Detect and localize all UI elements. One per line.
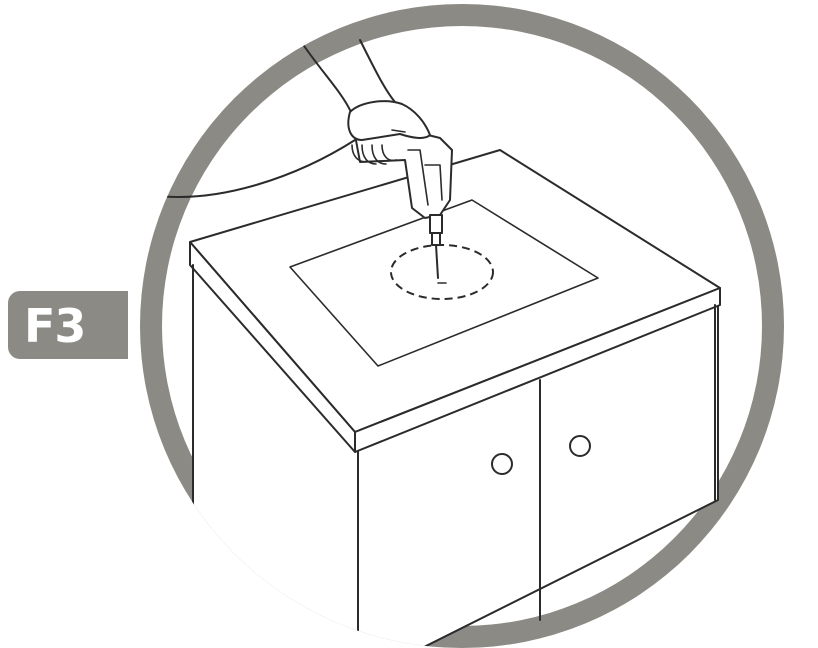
arm-upper-back	[359, 39, 396, 103]
arm-upper	[299, 39, 351, 111]
cabinet-scene	[149, 39, 721, 648]
countertop-front-edge	[354, 287, 721, 453]
step-tab	[8, 291, 128, 359]
step-label: F3	[24, 299, 86, 353]
arm	[149, 139, 356, 198]
dashed-circle-icon	[390, 244, 494, 300]
hand-icon	[347, 100, 431, 165]
left-door-knob	[491, 453, 513, 475]
right-door-knob	[569, 435, 591, 457]
